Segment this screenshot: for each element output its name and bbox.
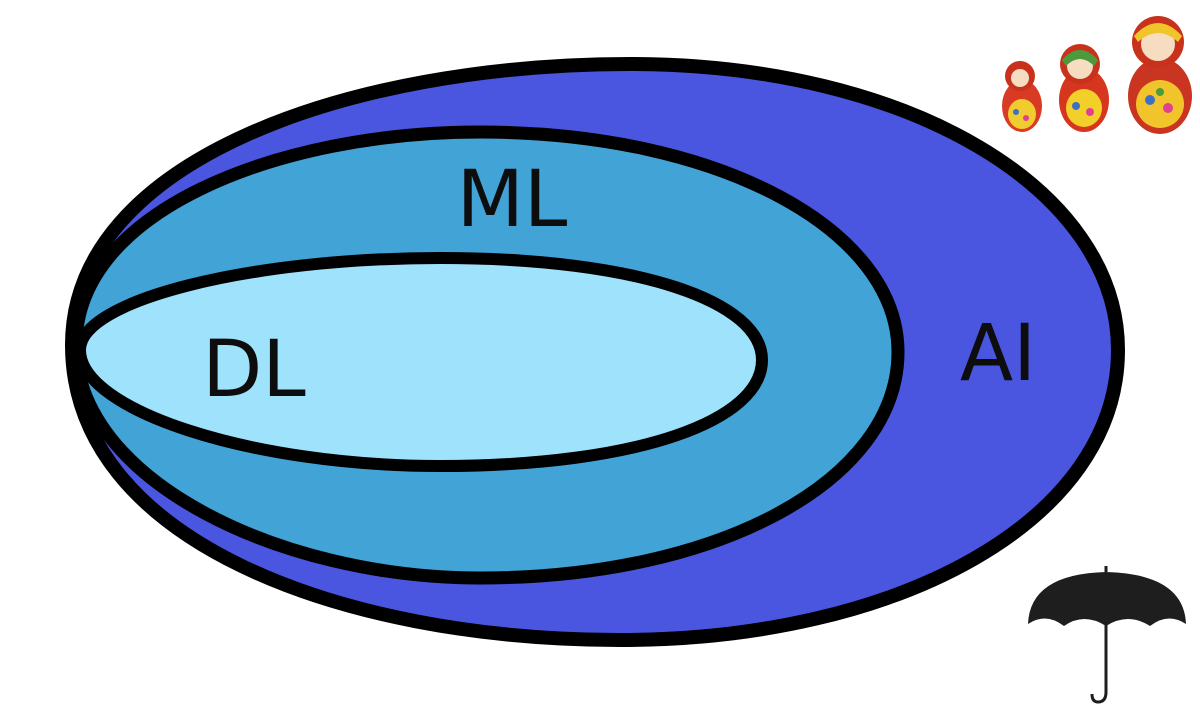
- umbrella-icon: [1028, 566, 1186, 704]
- small-doll: [1002, 61, 1042, 132]
- set-ai-label: AI: [960, 309, 1036, 399]
- large-doll: [1128, 16, 1192, 134]
- medium-doll: [1059, 44, 1109, 132]
- set-ml-label: ML: [457, 155, 568, 245]
- set-dl-region: [73, 251, 769, 473]
- set-dl: DL: [73, 251, 769, 473]
- nesting-dolls-icon: [1002, 16, 1192, 134]
- set-dl-label: DL: [202, 325, 306, 415]
